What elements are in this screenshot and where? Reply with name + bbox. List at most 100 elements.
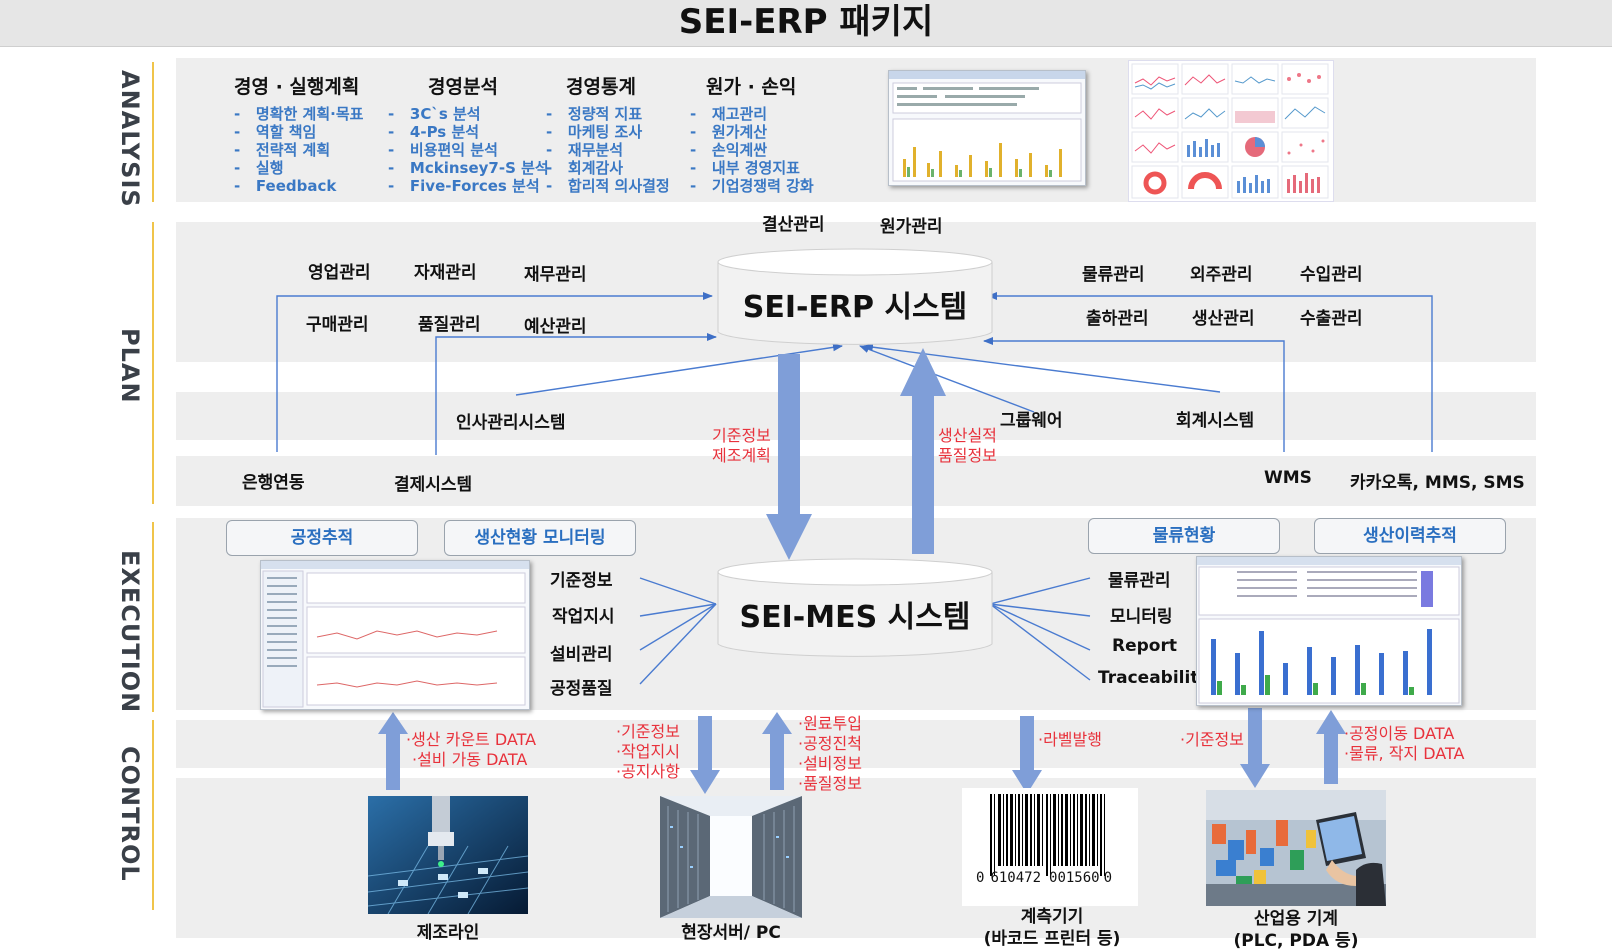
- groupware-connector: [859, 345, 1035, 413]
- erp-module-production: 생산관리: [1192, 309, 1255, 329]
- erp-cylinder: [717, 248, 993, 345]
- analysis-heading: 원가 · 손익: [706, 76, 797, 98]
- mes-tab-logistics-status[interactable]: 물류현황: [1088, 518, 1280, 554]
- analysis-heading: 경영 · 실행계획: [234, 76, 360, 98]
- control-flow-label-3: ·원료투입·공정진척·설비정보·품질정보: [798, 714, 862, 793]
- interface-bank: 은행연동: [242, 473, 305, 493]
- analysis-column-plan: 경영 · 실행계획 - 명확한 계획·목표 - 역할 책임 - 전략적 계획 -…: [234, 72, 363, 195]
- erp-module-logistics: 물류관리: [1082, 265, 1145, 285]
- mes-item-logistics: 물류관리: [1108, 571, 1171, 591]
- mes-item-traceability: Traceability: [1098, 668, 1210, 688]
- analysis-item: - 재고관리: [690, 105, 768, 123]
- mes-fan-line: [989, 603, 1091, 651]
- device-label-server: 현장서버/ PC: [681, 923, 781, 943]
- mes-tab-production-history[interactable]: 생산이력추적: [1314, 518, 1506, 554]
- control-flow-label-2: ·기준정보·작업지시·공지사항: [616, 722, 680, 781]
- title-bar: [0, 0, 1612, 47]
- analysis-item: - 원가계산: [690, 123, 768, 141]
- analysis-item: - 전략적 계획: [234, 141, 331, 159]
- erp-module-import: 수입관리: [1300, 265, 1363, 285]
- mes-fan-line: [989, 603, 1091, 681]
- interface-messaging: 카카오톡, MMS, SMS: [1350, 473, 1525, 493]
- mes-fan-line: [989, 603, 1091, 617]
- analysis-item: - 기업경쟁력 강화: [690, 177, 814, 195]
- analysis-column-statistics: 경영통계 - 정량적 지표 - 마케팅 조사 - 재무분석 - 회계감사 - 합…: [546, 72, 670, 195]
- messaging-connector: [987, 292, 1433, 452]
- layer-divider-plan: [152, 222, 154, 504]
- mes-item-monitoring: 모니터링: [1110, 607, 1173, 627]
- server-room-image: [660, 796, 802, 918]
- erp-module-sales: 영업관리: [308, 263, 371, 283]
- erp-module-settlement: 결산관리: [762, 215, 825, 235]
- mes-fan-line: [989, 577, 1091, 605]
- analysis-item: - 3C`s 분석: [388, 105, 481, 123]
- interface-wms: WMS: [1264, 468, 1312, 488]
- plan-band-lower: [176, 456, 1536, 506]
- mes-item-work-order: 작업지시: [552, 607, 615, 627]
- analysis-item: - 재무분석: [546, 141, 624, 159]
- device-label-industrial: 산업용 기계(PLC, PDA 등): [1233, 909, 1359, 951]
- mes-fan-line: [639, 577, 717, 605]
- erp-module-quality: 품질관리: [418, 315, 481, 335]
- control-flow-label-6: ·공정이동 DATA·물류, 작지 DATA: [1344, 724, 1465, 763]
- control-down-arrow-5: [1240, 708, 1270, 788]
- control-down-arrow-2: [690, 716, 720, 794]
- chart-gallery-image: [1131, 63, 1329, 199]
- control-up-arrow-1: [378, 712, 408, 790]
- mes-tab-process-tracking[interactable]: 공정추적: [226, 520, 418, 556]
- analysis-item: - 실행: [234, 159, 284, 177]
- interface-accounting: 회계시스템: [1176, 411, 1255, 431]
- analysis-item: - 정량적 지표: [546, 105, 643, 123]
- control-flow-label-5: ·기준정보: [1180, 730, 1244, 749]
- erp-module-budget: 예산관리: [524, 317, 587, 337]
- control-up-arrow-6: [1316, 710, 1346, 784]
- analysis-item: - 명확한 계획·목표: [234, 105, 364, 123]
- mes-fan-line: [639, 603, 717, 617]
- mes-cylinder: [717, 558, 993, 657]
- layer-label-control: CONTROL: [116, 746, 144, 882]
- erp-module-cost: 원가관리: [880, 217, 943, 237]
- analysis-heading: 경영분석: [428, 76, 498, 98]
- control-flow-label-4: ·라벨발행: [1038, 730, 1102, 749]
- erp-module-finance: 재무관리: [524, 265, 587, 285]
- mes-item-base-info: 기준정보: [550, 571, 613, 591]
- analysis-column-analysis: 경영분석 - 3C`s 분석 - 4-Ps 분석 - 비용편익 분석 - Mck…: [388, 72, 549, 195]
- mes-fan-line: [639, 603, 717, 651]
- mes-process-screenshot: [260, 560, 530, 710]
- analysis-item: - 회계감사: [546, 159, 624, 177]
- device-server-photo: [660, 796, 802, 918]
- analysis-item: - 역할 책임: [234, 123, 317, 141]
- analysis-chart-gallery: [1128, 60, 1334, 202]
- interface-hr: 인사관리시스템: [456, 413, 566, 433]
- payment-connector: [435, 333, 717, 455]
- process-thumbnail-image: [261, 561, 529, 708]
- analysis-item: - 4-Ps 분석: [388, 123, 480, 141]
- device-manufacturing-line-photo: [368, 796, 528, 914]
- circuit-board-image: [368, 796, 528, 914]
- analysis-item: - Mckinsey7-S 분석: [388, 159, 549, 177]
- analysis-item: - 손익계싼: [690, 141, 768, 159]
- control-flow-label-1: ·생산 카운트 DATA·설비 가동 DATA: [406, 730, 537, 769]
- analysis-column-cost: 원가 · 손익 - 재고관리 - 원가계산 - 손익계싼 - 내부 경영지표 -…: [690, 72, 814, 195]
- analysis-report-screenshot: [888, 70, 1086, 186]
- bank-connector: [276, 292, 713, 452]
- report-thumbnail-image: [889, 71, 1085, 182]
- plan-band-middle: [176, 392, 1536, 440]
- analysis-item: - 내부 경영지표: [690, 159, 800, 177]
- mes-to-erp-arrow: [900, 348, 946, 554]
- wms-connector: [983, 337, 1285, 452]
- layer-label-analysis: ANALYSIS: [116, 70, 144, 208]
- erp-module-outsourcing: 외주관리: [1190, 265, 1253, 285]
- analysis-item: - Five-Forces 분석: [388, 177, 540, 195]
- device-label-measuring: 계측기기(바코드 프린터 등): [983, 907, 1121, 949]
- logistics-thumbnail-image: [1197, 557, 1461, 704]
- mes-tab-production-monitoring[interactable]: 생산현황 모니터링: [444, 520, 636, 556]
- erp-module-shipping: 출하관리: [1086, 309, 1149, 329]
- analysis-heading: 경영통계: [566, 76, 636, 98]
- analysis-item: - 합리적 의사결정: [546, 177, 670, 195]
